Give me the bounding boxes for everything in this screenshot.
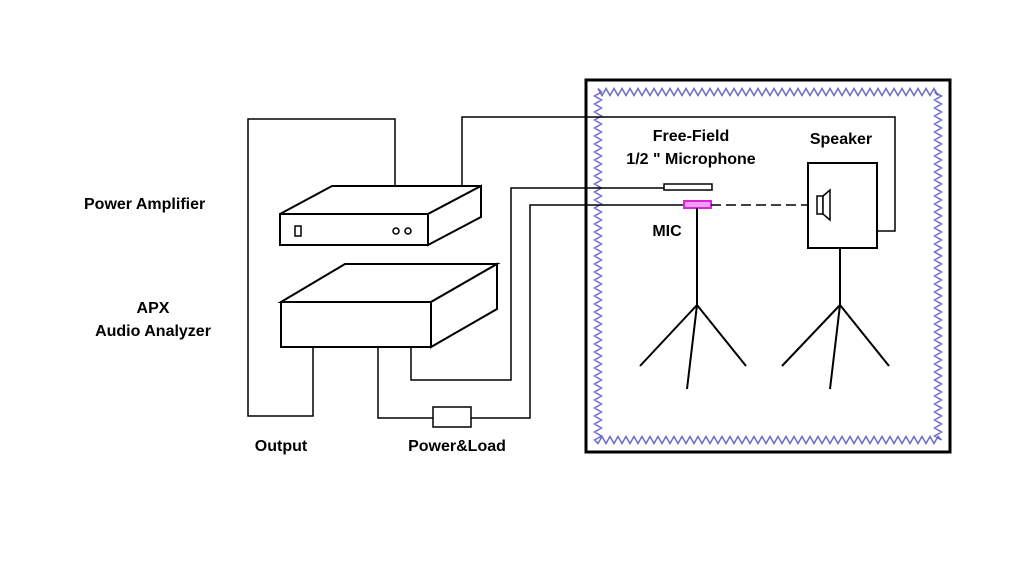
speaker-tripod — [781, 248, 890, 390]
power-load-resistor — [432, 406, 472, 428]
analyzer-front — [280, 301, 432, 348]
label-apx: APX — [137, 300, 170, 317]
wiring — [247, 116, 896, 419]
anechoic-chamber — [584, 78, 952, 454]
microphone-to-analyzer-cable — [410, 187, 664, 381]
apx-audio-analyzer-unit — [277, 262, 501, 349]
label-speaker: Speaker — [810, 131, 872, 148]
speaker-unit — [807, 162, 878, 249]
speaker-driver-icon — [816, 195, 824, 215]
label-output: Output — [255, 438, 308, 455]
amplifier-power-switch-icon — [294, 225, 302, 237]
label-free-field: Free-Field — [653, 128, 729, 145]
amplifier-knob-icon-2 — [404, 227, 412, 235]
label-mic: MIC — [652, 223, 682, 240]
label-half-inch-microphone: 1/2 " Microphone — [626, 151, 755, 168]
chamber-outer-wall — [584, 78, 952, 454]
power-load-cable — [377, 347, 433, 419]
label-power-amplifier: Power Amplifier — [84, 196, 205, 213]
chamber-absorber-lining — [592, 86, 944, 446]
output-cable — [247, 118, 396, 417]
free-field-microphone — [663, 183, 713, 191]
amplifier-knob-icon — [392, 227, 400, 235]
free-field-microphone-body — [663, 183, 713, 191]
amplifier-front — [279, 213, 429, 246]
microphone-tripod — [639, 208, 747, 390]
label-power-load: Power&Load — [408, 438, 506, 455]
amplifier-to-speaker-cable — [461, 116, 896, 232]
label-audio-analyzer: Audio Analyzer — [95, 323, 211, 340]
power-load-cable-2 — [471, 204, 684, 419]
mic-capsule — [683, 200, 712, 209]
speaker-cone-icon — [822, 188, 831, 222]
power-amplifier-unit — [279, 184, 482, 247]
